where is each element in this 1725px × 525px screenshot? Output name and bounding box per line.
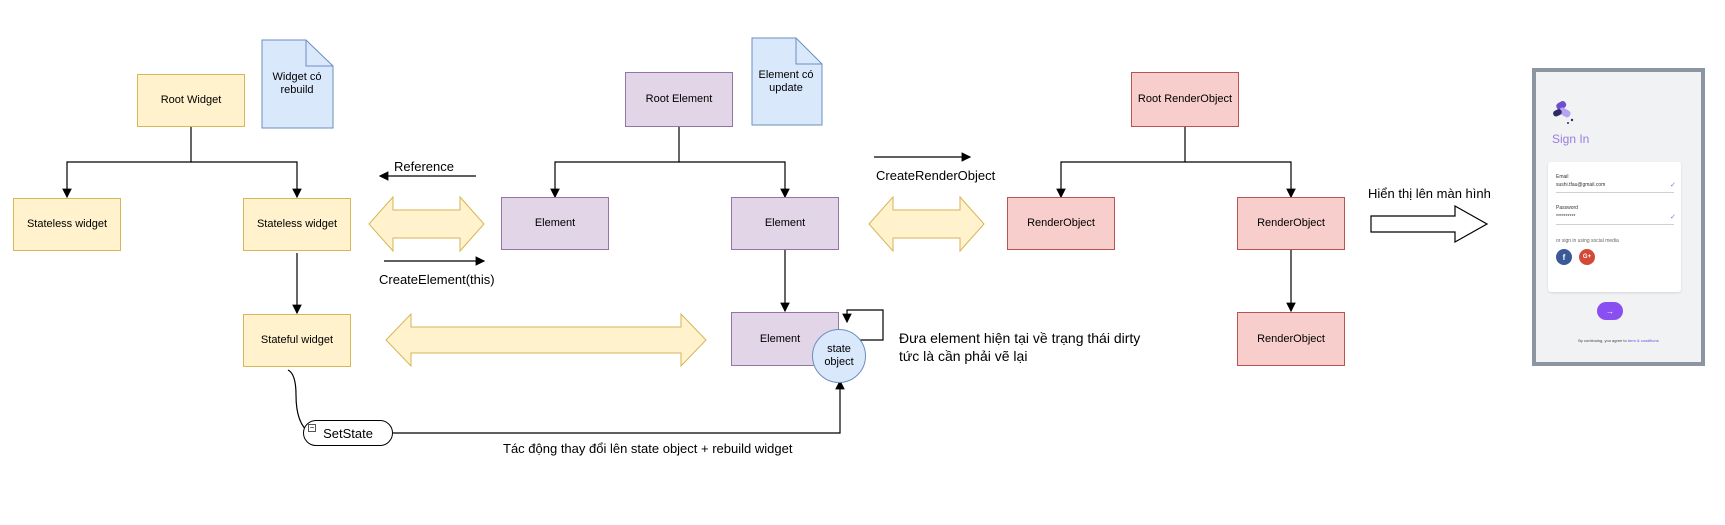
password-label: Password [1556, 205, 1578, 211]
email-field[interactable]: sushi.tfau@gmail.com [1556, 182, 1606, 188]
double-arrow-stateful-element [385, 312, 707, 368]
email-label: Email [1556, 174, 1569, 180]
terms-text: By continuing, you agree to [1578, 338, 1627, 343]
renderobject-bottom: RenderObject [1237, 312, 1345, 366]
password-field[interactable]: ********** [1556, 214, 1576, 220]
edge-root-widget-right [191, 161, 302, 199]
note-widget-rebuild [261, 39, 334, 129]
password-check-icon: ✓ [1670, 214, 1676, 221]
set-state-effect-label: Tác động thay đổi lên state object + reb… [503, 441, 793, 456]
set-state-label: SetState [323, 425, 373, 441]
sign-in-card: Email sushi.tfau@gmail.com ✓ Password **… [1548, 162, 1681, 292]
double-arrow-element-render [868, 195, 985, 253]
double-arrow-widget-element [368, 195, 485, 253]
submit-arrow-button[interactable]: → [1597, 302, 1623, 320]
element-mid: Element [731, 197, 839, 250]
edge-root-element [550, 127, 680, 199]
create-element-label: CreateElement(this) [379, 272, 495, 287]
edge-root-render-right [1185, 161, 1296, 199]
password-underline [1556, 224, 1674, 225]
terms-footer: By continuing, you agree to term & condi… [1536, 338, 1701, 343]
google-plus-icon[interactable]: G+ [1579, 249, 1595, 265]
set-state-node: − SetState [303, 420, 393, 446]
create-render-object-label: CreateRenderObject [876, 168, 996, 183]
stateless-widget-left: Stateless widget [13, 198, 121, 251]
edge-root-widget [62, 127, 192, 199]
state-self-loop [838, 309, 884, 341]
edge-root-render [1056, 127, 1186, 199]
setstate-curve [287, 369, 311, 434]
root-renderobject: Root RenderObject [1131, 72, 1239, 127]
root-widget: Root Widget [137, 74, 245, 127]
dirty-label-line1: Đưa element hiện tại về trạng thái dirty [899, 330, 1141, 346]
logo-icon [1553, 101, 1574, 124]
note-widget-rebuild-text: Widget có rebuild [272, 71, 322, 96]
facebook-icon[interactable]: f [1556, 249, 1572, 265]
renderobject-left: RenderObject [1007, 197, 1115, 250]
display-arrow [1370, 204, 1489, 244]
stateless-widget-mid: Stateless widget [243, 198, 351, 251]
reference-label: Reference [394, 159, 454, 174]
social-text: or sign in using social media [1556, 238, 1619, 244]
state-object-circle: state object [812, 329, 866, 383]
root-element: Root Element [625, 72, 733, 127]
display-on-screen-label: Hiển thị lên màn hình [1368, 186, 1491, 201]
phone-screen: Sign In Email sushi.tfau@gmail.com ✓ Pas… [1536, 72, 1701, 362]
dirty-label-line2: tức là cần phải vẽ lại [899, 348, 1028, 364]
note-element-update-text: Element có update [758, 69, 814, 94]
phone-mockup: Sign In Email sushi.tfau@gmail.com ✓ Pas… [1532, 68, 1705, 366]
edge-root-element-right [679, 161, 790, 199]
email-underline [1556, 192, 1674, 193]
note-element-update [751, 37, 823, 126]
renderobject-right: RenderObject [1237, 197, 1345, 250]
email-check-icon: ✓ [1670, 182, 1676, 189]
collapse-icon[interactable]: − [308, 423, 316, 432]
sign-in-title: Sign In [1552, 132, 1590, 146]
stateful-widget: Stateful widget [243, 314, 351, 367]
terms-link[interactable]: term & conditions [1627, 338, 1659, 343]
setstate-arrow [393, 379, 845, 434]
element-left: Element [501, 197, 609, 250]
